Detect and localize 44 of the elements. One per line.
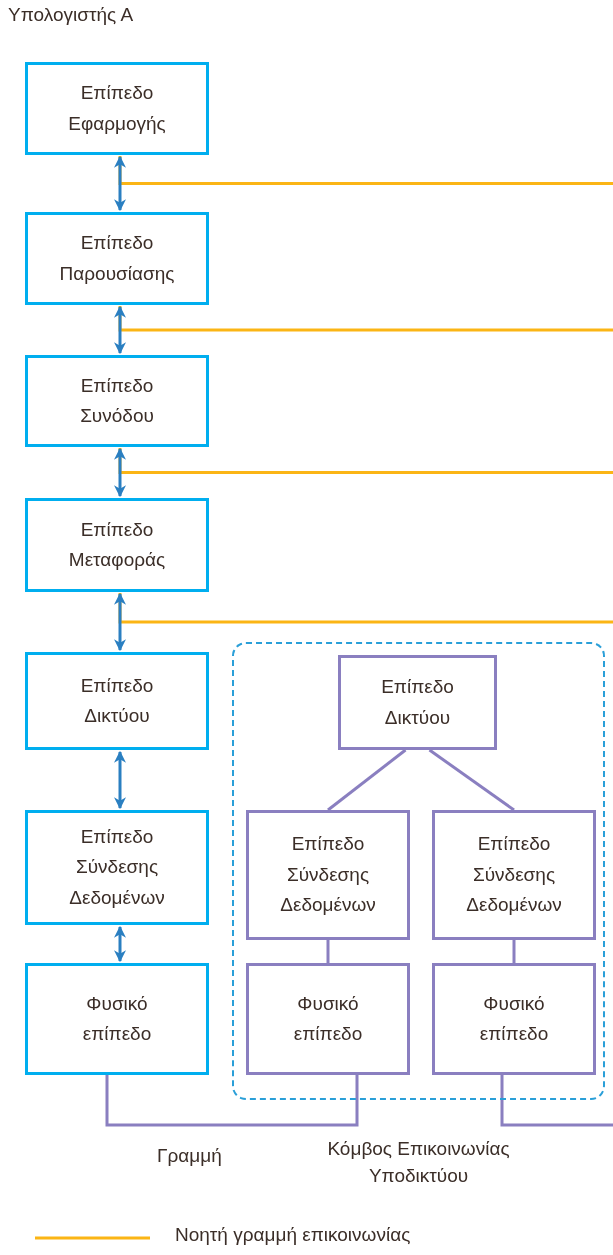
layer-box <box>432 963 596 1075</box>
connector-line <box>118 448 613 474</box>
double-arrow <box>114 305 126 355</box>
connector-line <box>326 940 330 963</box>
connector-line <box>118 156 613 185</box>
connector-line <box>500 1075 613 1127</box>
layer-name: Φυσικό επίπεδο <box>478 991 550 1046</box>
layer-name: Επίπεδο Παρουσίασης <box>58 231 176 286</box>
layer-name: Φυσικό επίπεδο <box>292 991 364 1046</box>
group-caption: Κόμβος Επικοινωνίας Υποδικτύου <box>326 1137 511 1188</box>
edge-label: Γραμμή <box>157 1145 222 1167</box>
layer-name: Επίπεδο Σύνδεσης Δεδομένων <box>279 832 377 918</box>
layer-name: Επίπεδο Σύνδεσης Δεδομένων <box>465 832 563 918</box>
connector-line <box>428 748 515 812</box>
layer-box <box>25 810 209 925</box>
connector-line <box>327 748 407 812</box>
connector-line <box>512 940 516 963</box>
layer-box <box>25 498 209 592</box>
double-arrow <box>114 592 126 652</box>
layer-box <box>25 355 209 447</box>
connector-line <box>118 306 613 332</box>
layer-box <box>246 810 410 940</box>
layer-box <box>338 655 497 750</box>
layer-box <box>25 963 209 1075</box>
layer-box <box>432 810 596 940</box>
layer-name: Επίπεδο Μεταφοράς <box>67 517 167 572</box>
double-arrow <box>114 447 126 498</box>
layer-name: Επίπεδο Δικτύου <box>79 673 155 728</box>
layer-name: Επίπεδο Δικτύου <box>380 675 455 730</box>
layer-name: Επίπεδο Σύνδεσης Δεδομένων <box>68 824 166 910</box>
layer-name: Επίπεδο Συνόδου <box>79 373 155 428</box>
double-arrow <box>114 750 126 810</box>
double-arrow <box>114 925 126 963</box>
layer-box <box>25 62 209 155</box>
legend-text: Νοητή γραμμή επικοινωνίας <box>175 1224 411 1246</box>
double-arrow <box>114 155 126 212</box>
layer-name: Επίπεδο Εφαρμογής <box>67 81 167 136</box>
connector-line <box>105 1075 359 1127</box>
layer-name: Φυσικό επίπεδο <box>81 991 153 1046</box>
connector-line <box>118 593 613 624</box>
layer-box <box>25 212 209 305</box>
layer-box <box>25 652 209 750</box>
layer-box <box>246 963 410 1075</box>
diagram-title: Υπολογιστής Α <box>8 4 134 26</box>
